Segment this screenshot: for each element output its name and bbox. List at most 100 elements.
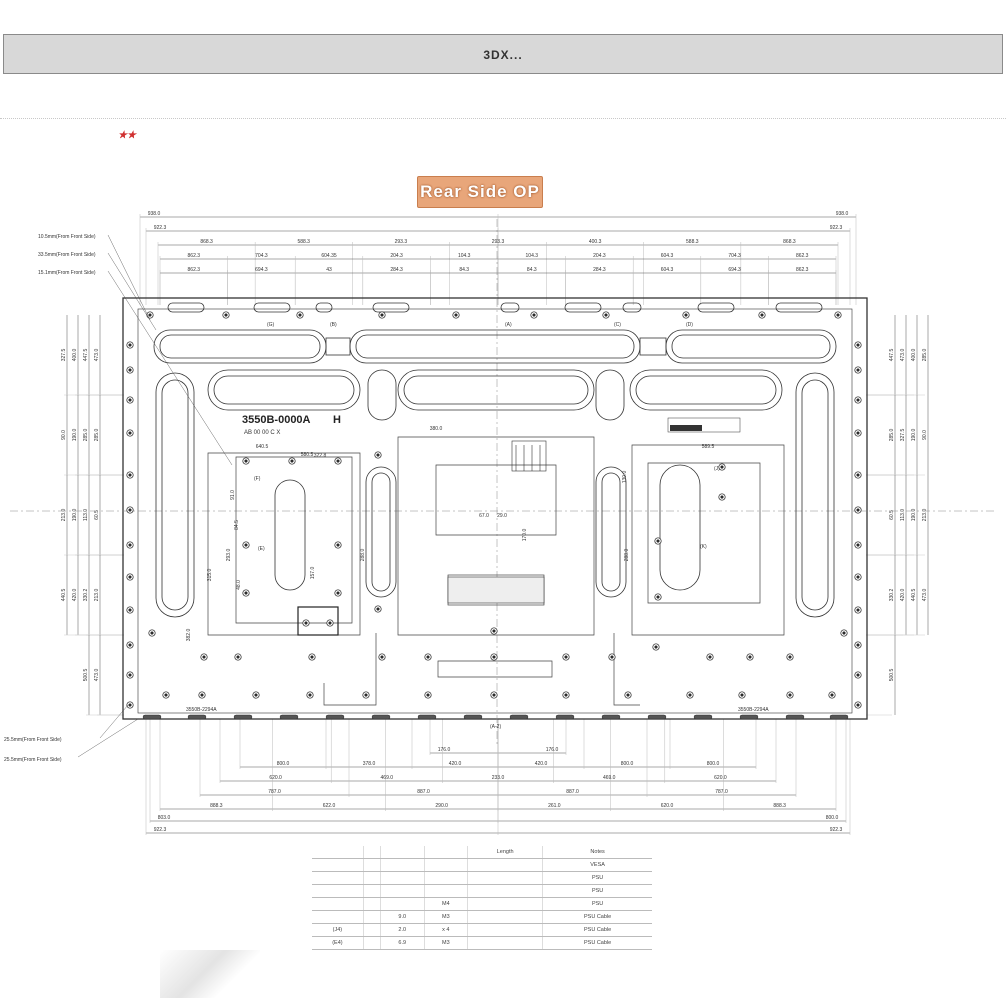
table-cell [312, 871, 364, 885]
connector-detail [447, 440, 547, 604]
mounting-hole-center [236, 655, 240, 659]
dimension-label-bottom: 787.0 [268, 789, 281, 795]
part-number: 3550B-0000A [242, 414, 311, 426]
vesa-insert [297, 606, 339, 636]
dimension-label-inner: 315.0 [207, 569, 213, 582]
dimension-label-bottom: 233.0 [492, 775, 505, 781]
mounting-hole-center [656, 595, 660, 599]
table-row: PSU [312, 871, 652, 885]
dimension-label-side: 327.5 [900, 429, 906, 442]
hole-tag: (A) [505, 322, 512, 328]
dimension-label-top: 604.3 [661, 253, 674, 259]
mounting-hole-center [842, 631, 846, 635]
table-cell [424, 846, 469, 859]
dimension-label-bottom: 620.0 [269, 775, 282, 781]
mounting-hole-center [856, 575, 860, 579]
dimension-label-inner: 48.0 [236, 580, 242, 590]
dimension-label-side: 285.0 [83, 429, 89, 442]
hole-tag: (E) [258, 546, 265, 552]
dimension-label-side: 400.0 [72, 349, 78, 362]
mounting-hole-center [688, 693, 692, 697]
mounting-hole-center [532, 313, 536, 317]
table-cell: 9.0 [380, 910, 425, 924]
dimension-label-bottom: 290.0 [435, 803, 448, 809]
dimension-label-bottom: 622.0 [323, 803, 336, 809]
dimension-label-top: 43 [326, 267, 332, 273]
mounting-hole-center [308, 693, 312, 697]
dimension-label-top: 922.3 [830, 225, 843, 231]
table-cell [380, 884, 425, 898]
mounting-hole-center [788, 655, 792, 659]
callout-4: 25.5mm(From Front Side) [4, 737, 62, 743]
left-callouts [77, 234, 233, 758]
dimension-label-side: 285.0 [94, 429, 100, 442]
table-cell [312, 897, 364, 911]
dimension-label-top: 84.3 [527, 267, 537, 273]
dimension-label-inner: 84.5 [234, 520, 240, 530]
dimension-label-bottom: 787.0 [715, 789, 728, 795]
table-cell: PSU [542, 871, 652, 885]
header-title: 3DX... [483, 48, 523, 62]
dimension-label-bottom: 378.0 [363, 761, 376, 767]
mounting-hole-center [128, 703, 132, 707]
hole-tag: (G) [267, 322, 275, 328]
mounting-hole-center [610, 655, 614, 659]
mounting-hole-center [380, 313, 384, 317]
separator [0, 118, 1006, 119]
dimension-label-top: 604.35 [321, 253, 337, 259]
table-cell [424, 858, 469, 872]
panel-outline [10, 219, 996, 745]
mounting-hole-center [254, 693, 258, 697]
dimension-label-bottom: 887.0 [566, 789, 579, 795]
table-cell [363, 871, 381, 885]
dimension-label-top: 400.3 [589, 239, 602, 245]
hole-tag: (J) [714, 466, 720, 472]
mounting-hole-center [856, 368, 860, 372]
dimension-label-side: 400.0 [911, 349, 917, 362]
dimension-label-inner: 380.0 [430, 426, 443, 432]
table-cell [312, 910, 364, 924]
mounting-hole-center [856, 473, 860, 477]
mounting-hole-center [150, 631, 154, 635]
upper-ribs [153, 329, 837, 364]
scan-smudge [160, 950, 260, 998]
center-bottom-tag: (A-2) [490, 724, 501, 730]
dimension-label-top: 104.3 [526, 253, 539, 259]
table-cell [363, 846, 381, 859]
dimension-label-side: 500.5 [83, 669, 89, 682]
dimension-label-side: 330.2 [889, 589, 895, 602]
mounting-hole-center [856, 608, 860, 612]
dimension-label-top: 588.3 [297, 239, 310, 245]
mounting-hole-center [720, 465, 724, 469]
table-cell [467, 897, 544, 911]
view-badge-label: Rear Side OP [420, 182, 540, 201]
part-rev: H [333, 414, 341, 426]
table-cell: M4 [424, 897, 469, 911]
mounting-hole-center [128, 343, 132, 347]
mounting-hole-center [836, 313, 840, 317]
dimension-label-inner: 288.0 [624, 549, 630, 562]
table-cell: 6.9 [380, 936, 425, 950]
dimension-label-side: 190.0 [72, 509, 78, 522]
dimension-label-inner: 640.5 [256, 444, 269, 450]
mounting-hole-center [310, 655, 314, 659]
table-row: PSU [312, 884, 652, 898]
dimension-label-top: 604.3 [661, 267, 674, 273]
dimension-label-top: 868.3 [200, 239, 213, 245]
hole-tag: (F) [254, 476, 261, 482]
mounting-hole-center [654, 645, 658, 649]
dimension-label-side: 473.0 [94, 669, 100, 682]
mounting-hole-center [128, 398, 132, 402]
dimension-label-bottom: 469.0 [381, 775, 394, 781]
mounting-hole-center [492, 693, 496, 697]
table-cell: PSU Cable [542, 910, 652, 924]
mounting-hole-center [856, 508, 860, 512]
dimension-label-side: 473.0 [922, 589, 928, 602]
dimension-label-side: 420.0 [900, 589, 906, 602]
mounting-hole-center [128, 608, 132, 612]
dimension-label-side: 447.5 [889, 349, 895, 362]
callout-1: 10.5mm(From Front Side) [38, 234, 96, 240]
hole-tag: (D) [686, 322, 693, 328]
table-cell: VESA [542, 858, 652, 872]
